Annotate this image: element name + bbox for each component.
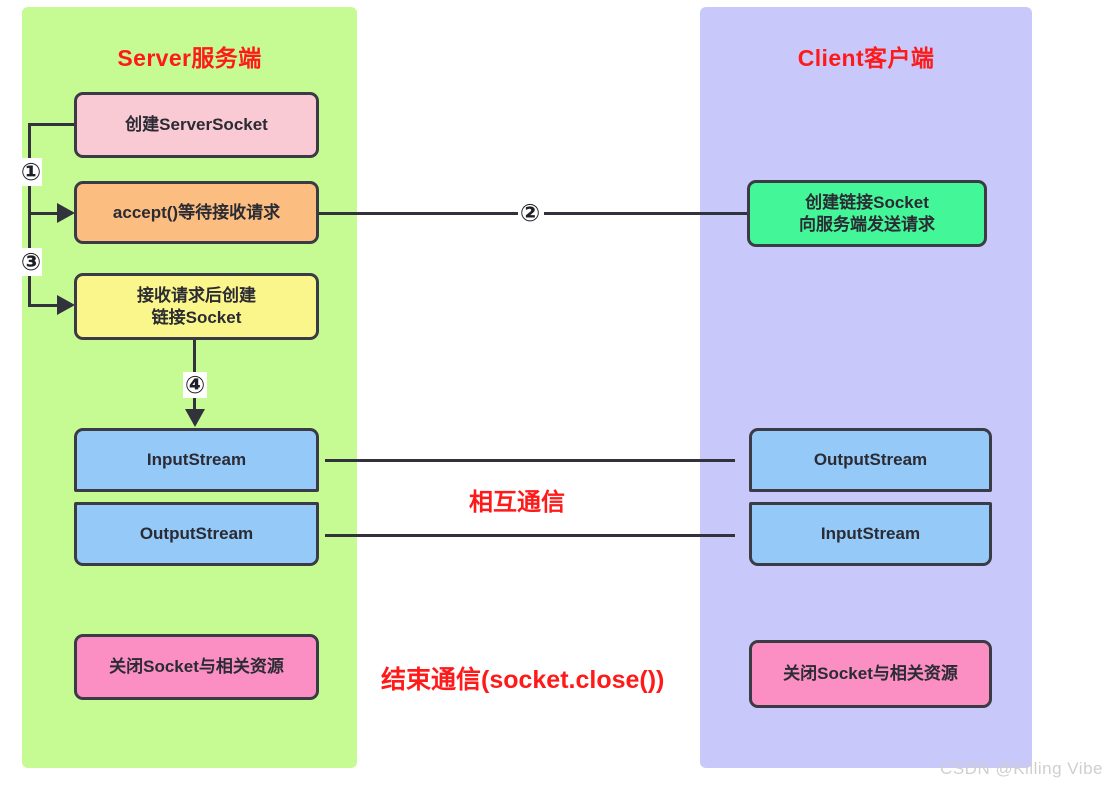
box-client-close-resources[interactable]: 关闭Socket与相关资源 xyxy=(749,640,992,708)
box-label: OutputStream xyxy=(139,524,254,544)
box-server-close-resources[interactable]: 关闭Socket与相关资源 xyxy=(74,634,319,700)
box-client-input-stream[interactable]: InputStream xyxy=(749,502,992,566)
box-label: 关闭Socket与相关资源 xyxy=(783,664,958,684)
box-server-input-stream[interactable]: InputStream xyxy=(74,428,319,492)
arrow-into-input-stream xyxy=(185,409,205,427)
step-one-halo xyxy=(20,158,42,186)
step-two-halo xyxy=(518,200,544,228)
connector-serversocket-to-rail xyxy=(28,123,78,126)
box-label: OutputStream xyxy=(813,450,928,470)
box-create-serversocket[interactable]: 创建ServerSocket xyxy=(74,92,319,158)
box-client-output-stream[interactable]: OutputStream xyxy=(749,428,992,492)
server-panel-title: Server服务端 xyxy=(117,45,262,71)
box-label-line2: 向服务端发送请求 xyxy=(799,214,935,234)
connector-client-to-accept xyxy=(96,212,751,215)
box-label: accept()等待接收请求 xyxy=(112,202,281,222)
step-badge-4: ④ xyxy=(184,371,206,399)
connector-server-input-to-client-output xyxy=(325,459,735,462)
box-accept-wait[interactable]: accept()等待接收请求 xyxy=(74,181,319,244)
box-label: InputStream xyxy=(146,450,247,470)
client-panel-title: Client客户端 xyxy=(797,45,935,71)
box-server-output-stream[interactable]: OutputStream xyxy=(74,502,319,566)
label-mutual-communication: 相互通信 xyxy=(469,489,565,516)
arrow-into-accept xyxy=(57,203,75,223)
box-label: 创建ServerSocket xyxy=(125,115,268,135)
step-badge-3: ③ xyxy=(20,248,42,276)
step-three-halo xyxy=(20,248,42,276)
connector-server-output-to-client-input xyxy=(325,534,735,537)
connector-rail-to-accept xyxy=(28,212,66,215)
connector-rail-to-create-conn xyxy=(28,304,66,307)
box-client-create-socket[interactable]: 创建链接Socket 向服务端发送请求 xyxy=(747,180,987,247)
step-four-halo xyxy=(183,372,207,398)
box-label-line1: 创建链接Socket xyxy=(805,192,929,212)
box-label: 关闭Socket与相关资源 xyxy=(109,657,284,677)
label-end-communication: 结束通信(socket.close()) xyxy=(381,666,665,694)
arrow-into-create-connection-socket xyxy=(57,295,75,315)
step-badge-1: ① xyxy=(20,158,42,186)
watermark: CSDN @Killing Vibe xyxy=(940,759,1103,778)
box-label: InputStream xyxy=(820,524,921,544)
box-label-line2: 链接Socket xyxy=(151,307,242,327)
step-badge-2: ② xyxy=(519,199,541,227)
box-create-connection-socket[interactable]: 接收请求后创建 链接Socket xyxy=(74,273,319,340)
box-label-line1: 接收请求后创建 xyxy=(137,285,256,305)
